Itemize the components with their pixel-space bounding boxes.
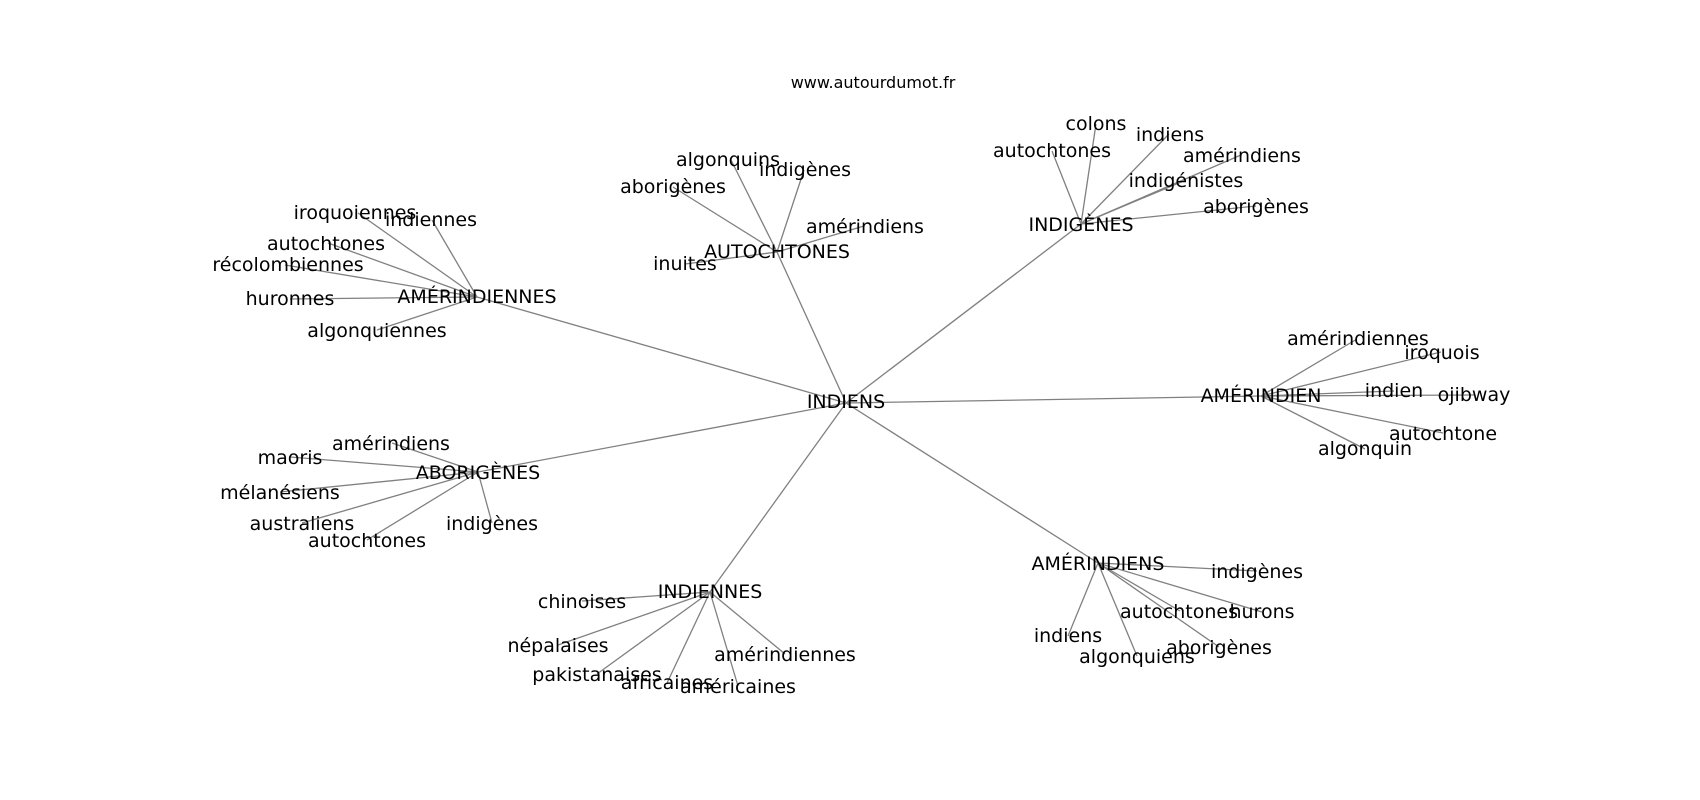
- leaf-node-aborigenes-maoris: maoris: [258, 447, 323, 469]
- leaf-node-aborigenes-autochtones: autochtones: [308, 530, 426, 552]
- leaf-node-aborigenes-melanesiens: mélanésiens: [220, 482, 340, 504]
- edge-indiennes-chinoises: [581, 591, 711, 602]
- edge-amerindiens-algonquiens: [1097, 562, 1138, 657]
- leaf-node-amerindiens-indigenes: indigènes: [1211, 561, 1303, 583]
- leaf-node-amerindien-amerindiennes: amérindiennes: [1287, 328, 1429, 350]
- leaf-node-aborigenes-australiens: australiens: [250, 513, 355, 535]
- edge-root-indiennes: [709, 402, 847, 593]
- leaf-node-amerindiens-autochtones: autochtones: [1120, 601, 1238, 623]
- leaf-node-indiennes-americaines: américaines: [680, 676, 796, 698]
- leaf-node-autochtones-algonquins: algonquins: [676, 149, 780, 171]
- edge-aborigenes-maoris: [289, 456, 479, 473]
- hub-node-aborigenes: ABORIGÈNES: [416, 461, 540, 484]
- edge-autochtones-amerindiens: [776, 225, 865, 253]
- edge-autochtones-inuites: [684, 251, 778, 265]
- leaf-node-autochtones-amerindiens: amérindiens: [806, 216, 924, 238]
- edge-amerindiens-aborigenes: [1097, 562, 1220, 648]
- edge-amerindiens-autochtones: [1097, 562, 1181, 612]
- leaf-node-amerindien-algonquin: algonquin: [1318, 438, 1412, 460]
- leaf-node-aborigenes-amerindiens: amérindiens: [332, 433, 450, 455]
- edge-amerindien-iroquois: [1260, 351, 1442, 397]
- edge-root-amerindien: [845, 395, 1262, 404]
- edge-amerindien-algonquin: [1260, 395, 1366, 450]
- edge-root-autochtones: [776, 251, 847, 404]
- edge-amerindien-ojibway: [1260, 394, 1475, 397]
- leaf-node-amerindiennes-indiennes: indiennes: [385, 209, 477, 231]
- edge-amerindiens-hurons: [1097, 562, 1263, 613]
- leaf-node-aborigenes-indigenes: indigènes: [446, 513, 538, 535]
- edge-indiennes-nepalaises: [557, 591, 711, 646]
- edge-amerindiennes-iroquoiennes: [357, 212, 478, 298]
- leaf-node-indigenes-indigenistes: indigénistes: [1129, 170, 1244, 192]
- edge-autochtones-aborigenes: [672, 186, 778, 253]
- edge-indigenes-indiens: [1080, 133, 1170, 225]
- edge-indiennes-africaines: [666, 591, 711, 684]
- edge-indigenes-indigenistes: [1080, 179, 1187, 225]
- hub-node-amerindien: AMÉRINDIEN: [1201, 384, 1322, 407]
- edge-indigenes-colons: [1080, 123, 1097, 225]
- leaf-node-amerindien-ojibway: ojibway: [1438, 384, 1511, 406]
- edge-amerindiennes-indiennes: [431, 219, 478, 298]
- leaf-node-amerindiens-hurons: hurons: [1229, 601, 1294, 623]
- leaf-node-indiennes-chinoises: chinoises: [538, 591, 626, 613]
- hub-node-indigenes: INDIGÈNES: [1028, 213, 1133, 236]
- edge-root-amerindiennes: [476, 296, 847, 404]
- leaf-node-amerindiennes-autochtones: autochtones: [267, 233, 385, 255]
- leaf-node-indiennes-africaines: africaines: [621, 672, 713, 694]
- edge-autochtones-indigenes: [776, 169, 805, 253]
- leaf-node-amerindiennes-iroquoiennes: iroquoiennes: [294, 202, 417, 224]
- hub-node-autochtones: AUTOCHTONES: [704, 241, 850, 263]
- site-label: www.autourdumot.fr: [791, 73, 956, 92]
- leaf-node-indigenes-aborigenes: aborigènes: [1203, 196, 1309, 218]
- edge-autochtones-algonquins: [730, 159, 778, 253]
- edge-amerindiens-indiens: [1067, 562, 1099, 637]
- leaf-node-amerindien-indien: indien: [1365, 380, 1423, 402]
- edge-amerindien-autochtone: [1260, 395, 1444, 434]
- edge-amerindiennes-huronnes: [289, 296, 478, 300]
- edge-aborigenes-autochtones: [366, 471, 479, 541]
- leaf-node-amerindiennes-precolombiennes: précolombiennes: [200, 254, 363, 276]
- leaf-node-autochtones-inuites: inuites: [653, 253, 717, 275]
- hub-node-indiennes: INDIENNES: [658, 581, 763, 603]
- leaf-node-indigenes-colons: colons: [1066, 113, 1127, 135]
- leaf-node-amerindiens-indiens: indiens: [1034, 625, 1102, 647]
- hub-node-amerindiens: AMÉRINDIENS: [1032, 552, 1165, 575]
- edge-indigenes-aborigenes: [1080, 205, 1257, 225]
- edge-indiennes-amerindiennes: [709, 591, 786, 655]
- leaf-node-indigenes-amerindiens: amérindiens: [1183, 145, 1301, 167]
- leaf-node-indiennes-amerindiennes: amérindiennes: [714, 644, 856, 666]
- edge-indiennes-americaines: [709, 591, 739, 687]
- leaf-node-amerindiennes-huronnes: huronnes: [246, 288, 335, 310]
- leaf-node-amerindien-iroquois: iroquois: [1404, 342, 1479, 364]
- leaf-node-indiennes-nepalaises: népalaises: [507, 635, 608, 657]
- leaf-node-amerindiens-aborigenes: aborigènes: [1166, 637, 1272, 659]
- leaf-node-amerindiens-algonquiens: algonquiens: [1079, 646, 1195, 668]
- edge-aborigenes-melanesiens: [279, 471, 479, 493]
- edge-aborigenes-amerindiens: [391, 442, 479, 473]
- leaf-node-indiennes-pakistanaises: pakistanaises: [532, 664, 661, 686]
- leaf-node-amerindien-autochtone: autochtone: [1389, 423, 1497, 445]
- edge-root-indigenes: [845, 223, 1082, 404]
- edge-root-amerindiens: [845, 402, 1099, 564]
- leaf-node-indigenes-autochtones: autochtones: [993, 140, 1111, 162]
- leaf-node-autochtones-indigenes: indigènes: [759, 159, 851, 181]
- edge-indigenes-autochtones: [1051, 150, 1082, 225]
- edge-amerindiennes-autochtones: [327, 242, 478, 298]
- edge-root-aborigenes: [477, 402, 847, 473]
- edge-amerindiens-indigenes: [1097, 562, 1258, 572]
- leaf-node-autochtones-aborigenes: aborigènes: [620, 176, 726, 198]
- leaf-node-indigenes-indiens: indiens: [1136, 124, 1204, 146]
- edge-aborigenes-australiens: [301, 471, 479, 524]
- edge-amerindiennes-algonquiennes: [376, 296, 478, 331]
- edge-amerindien-amerindiennes: [1260, 338, 1358, 397]
- hub-node-amerindiennes: AMÉRINDIENNES: [397, 285, 556, 308]
- edge-indiennes-pakistanaises: [596, 591, 711, 675]
- root-node-label: INDIENS: [807, 391, 885, 413]
- edge-amerindien-indien: [1260, 390, 1395, 397]
- leaf-node-amerindiennes-algonquiennes: algonquiennes: [307, 320, 446, 342]
- edge-amerindiennes-precolombiennes: [284, 264, 478, 298]
- edge-aborigenes-indigenes: [477, 471, 493, 524]
